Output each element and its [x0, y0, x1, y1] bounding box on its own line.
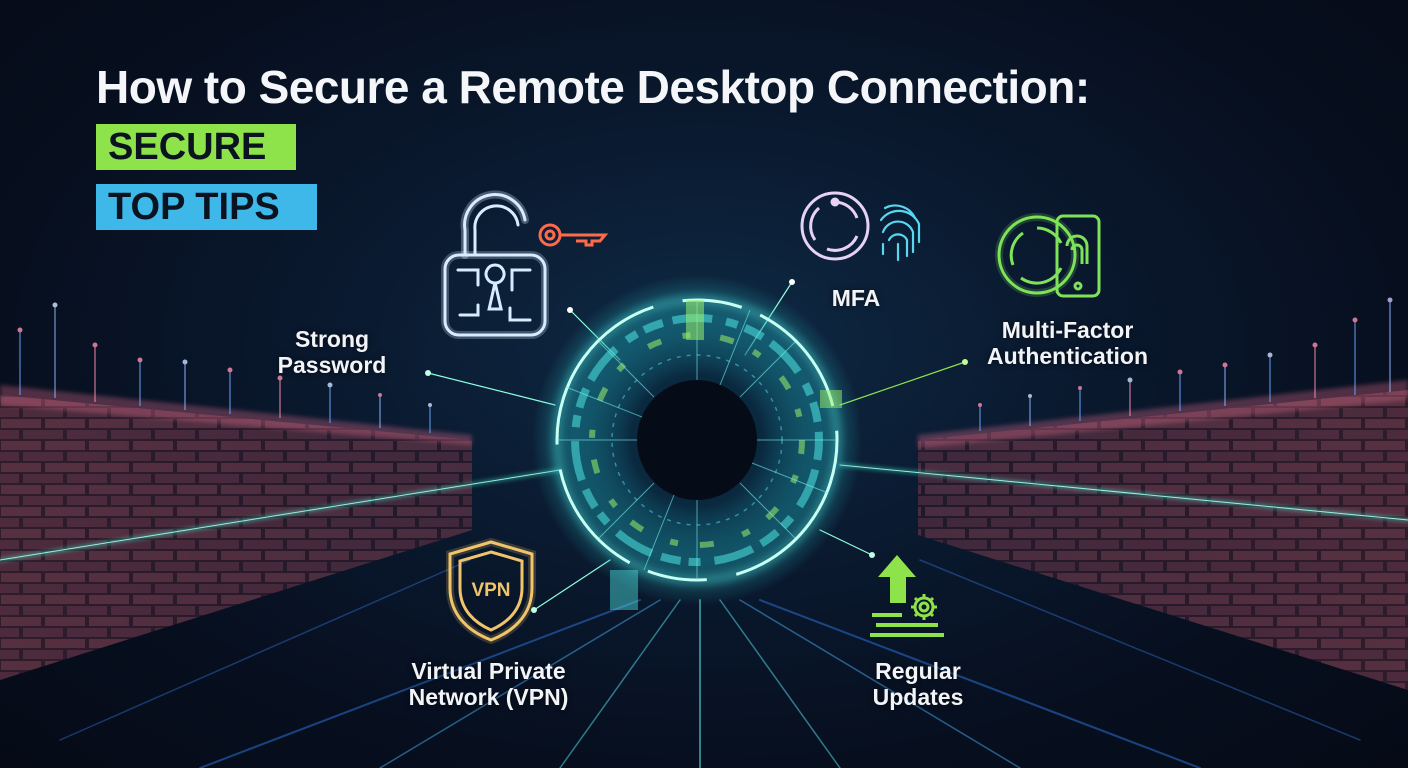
tip-label-line: Regular [875, 658, 961, 684]
tip-label-line: Network (VPN) [408, 684, 569, 710]
vpn-shield-icon: VPN [446, 538, 536, 644]
padlock-key-icon [441, 190, 609, 339]
top-tips-tag: TOP TIPS [96, 184, 317, 230]
page-title: How to Secure a Remote Desktop Connectio… [96, 61, 1090, 113]
left-brick-wall [0, 385, 472, 680]
right-brick-wall [918, 380, 1408, 690]
tip-label-line: Multi-Factor [1001, 317, 1134, 343]
tip-label-line: Authentication [987, 343, 1148, 369]
tip-label-mfa: MFA [826, 285, 886, 311]
tip-label-line: MFA [831, 285, 881, 311]
central-portal [532, 275, 862, 610]
vpn-shield-text: VPN [471, 580, 510, 601]
secure-tag: SECURE [96, 124, 296, 170]
data-spikes [17, 297, 1393, 433]
floor-streaks [59, 559, 1361, 768]
tip-label-line: Virtual Private [411, 658, 566, 684]
tip-label-line: Updates [872, 684, 964, 710]
tip-label-regular-updates: Regular Updates [858, 658, 978, 710]
tip-label-vpn: Virtual Private Network (VPN) [396, 658, 581, 710]
tip-label-strong-password: Strong Password [262, 326, 402, 378]
tip-label-line: Strong [294, 326, 370, 352]
fingerprint-ring-icon [800, 191, 921, 262]
tip-label-multi-factor-authentication: Multi-Factor Authentication [975, 317, 1160, 369]
tip-label-line: Password [277, 352, 387, 378]
update-arrow-gear-icon [870, 555, 944, 637]
phone-biometric-icon [995, 213, 1101, 298]
